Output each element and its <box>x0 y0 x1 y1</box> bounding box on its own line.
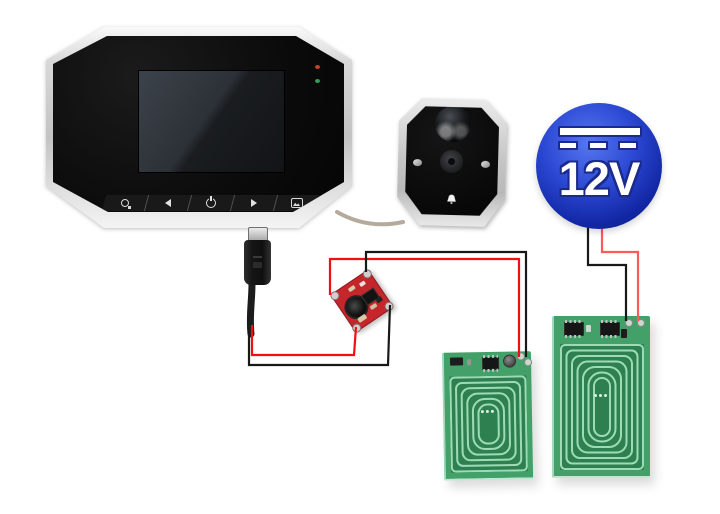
right-arrow-icon <box>251 199 257 207</box>
usb-plug-body <box>244 240 271 285</box>
smd-component <box>621 329 627 338</box>
via-hole <box>490 409 494 413</box>
smd-component <box>586 325 591 332</box>
dc-symbol-dash <box>618 141 638 150</box>
via-hole <box>485 409 489 414</box>
transmitter-ic-chip <box>564 320 584 338</box>
screw-right <box>481 161 490 168</box>
power-icon <box>206 198 216 208</box>
monitor-black-face <box>53 36 344 212</box>
device-button-menu <box>101 195 150 211</box>
via-hole <box>594 394 597 397</box>
camera-black-face <box>394 95 510 234</box>
red-led-indicator <box>315 65 320 69</box>
smd-component <box>358 280 367 288</box>
dc-symbol-bar <box>558 126 642 137</box>
solder-pad <box>361 267 374 281</box>
coil-area <box>560 344 644 470</box>
peephole-camera <box>394 95 510 234</box>
device-button-previous <box>144 195 193 211</box>
device-button-next <box>230 195 279 211</box>
touch-button-bar <box>101 195 321 211</box>
smd-component <box>347 284 356 293</box>
usb-plug-marking <box>253 262 262 268</box>
pcb-spiral-coil <box>449 375 528 473</box>
gear-icon <box>121 199 129 207</box>
wire-positive-converter-to-plug <box>250 325 358 357</box>
solder-pad <box>523 358 533 367</box>
solder-pad <box>625 319 633 327</box>
lcd-screen <box>138 70 285 173</box>
voltage-label: 12V <box>558 152 641 205</box>
dc-dc-converter-board <box>328 267 396 335</box>
pcb-spiral-coil <box>560 344 644 470</box>
motion-sensor <box>440 150 464 174</box>
solder-pad <box>350 321 363 335</box>
green-led-indicator <box>315 79 320 83</box>
smd-component <box>369 302 378 311</box>
wire-negative-12v-to-coil <box>586 227 628 321</box>
screw-left <box>413 159 422 166</box>
solder-pad <box>382 300 396 313</box>
receiver-ic-chip <box>481 354 500 373</box>
photo-icon <box>291 198 303 208</box>
left-arrow-icon <box>165 199 171 207</box>
wireless-coil-transmitter-board <box>552 316 650 478</box>
via-hole <box>599 394 602 397</box>
round-component <box>502 354 517 368</box>
mini-usb-plug <box>243 227 273 287</box>
device-button-power <box>187 195 236 211</box>
solder-pad <box>637 319 645 327</box>
via-hole <box>480 410 484 414</box>
wireless-coil-receiver-board <box>441 351 534 481</box>
solder-pad <box>328 289 342 302</box>
via-hole <box>604 394 607 397</box>
capacitor-component <box>449 357 464 366</box>
power-source-badge: 12V <box>536 103 662 229</box>
wire-positive-12v-to-coil <box>600 228 640 321</box>
bell-icon <box>445 193 458 206</box>
lcd-peephole-monitor <box>45 25 353 229</box>
usb-cable <box>246 279 256 338</box>
smd-component <box>467 359 472 366</box>
smd-component <box>375 295 384 304</box>
dc-symbol-dash <box>558 141 578 150</box>
transmitter-ic-chip <box>600 320 620 338</box>
camera-lens <box>435 106 472 143</box>
usb-plug-marking <box>253 256 262 258</box>
dc-symbol-dash <box>588 141 608 150</box>
